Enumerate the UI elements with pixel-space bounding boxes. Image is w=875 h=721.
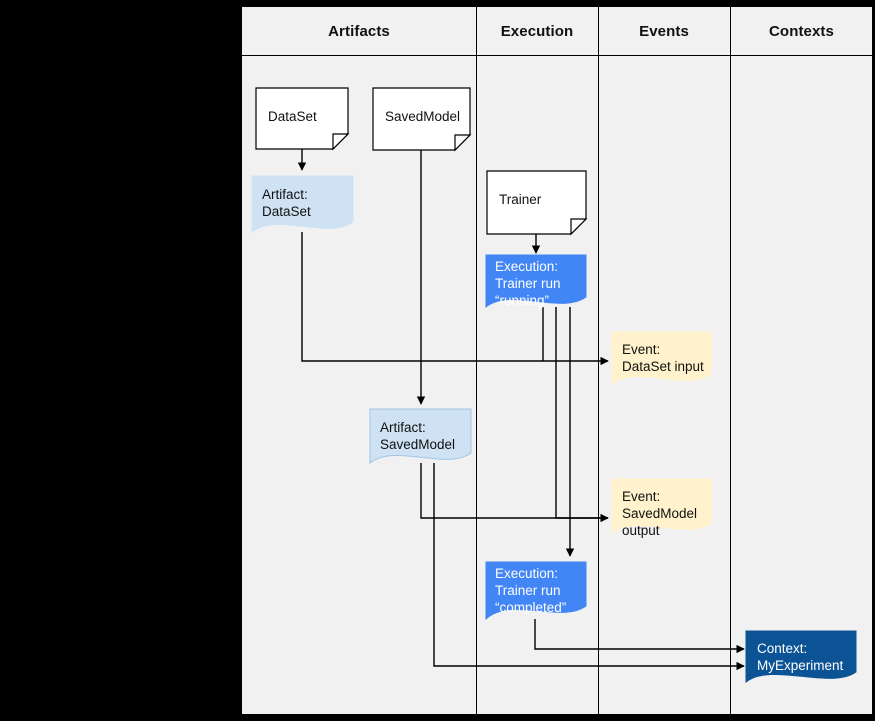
node-event-dataset-input[interactable]: Event: DataSet input: [612, 332, 712, 386]
artifact-dataset-label: Artifact: DataSet: [262, 187, 311, 219]
node-doc-dataset[interactable]: DataSet: [256, 88, 350, 150]
header-rule: [242, 55, 872, 56]
doc-trainer-label: Trainer: [499, 192, 542, 207]
doc-dataset-label: DataSet: [268, 109, 317, 124]
node-artifact-savedmodel[interactable]: Artifact: SavedModel: [370, 409, 472, 467]
node-context-myexperiment[interactable]: Context: MyExperiment: [746, 631, 858, 685]
node-execution-running[interactable]: Execution: Trainer run “running”: [486, 255, 587, 309]
column-divider-artifacts-execution: [476, 7, 477, 714]
execution-running-label: Execution: Trainer run “running”: [495, 259, 561, 308]
node-execution-completed[interactable]: Execution: Trainer run “completed”: [486, 562, 587, 620]
column-header-artifacts: Artifacts: [328, 23, 390, 40]
column-header-execution: Execution: [500, 23, 574, 40]
event-savedmodel-output-label: Event: SavedModel output: [622, 489, 698, 538]
node-doc-trainer[interactable]: Trainer: [487, 171, 587, 235]
context-myexperiment-label: Context: MyExperiment: [757, 641, 844, 673]
column-divider-execution-events: [598, 7, 599, 714]
node-doc-savedmodel[interactable]: SavedModel: [373, 88, 471, 150]
event-dataset-input-label: Event: DataSet input: [622, 342, 704, 374]
doc-savedmodel-label: SavedModel: [385, 109, 461, 124]
execution-completed-label: Execution: Trainer run “completed”: [495, 566, 567, 615]
artifact-savedmodel-label: Artifact: SavedModel: [380, 420, 456, 452]
node-artifact-dataset[interactable]: Artifact: DataSet: [252, 176, 354, 234]
column-header-events: Events: [639, 23, 689, 40]
column-header-contexts: Contexts: [769, 23, 834, 40]
column-divider-events-contexts: [730, 7, 731, 714]
node-event-savedmodel-output[interactable]: Event: SavedModel output: [612, 479, 712, 538]
